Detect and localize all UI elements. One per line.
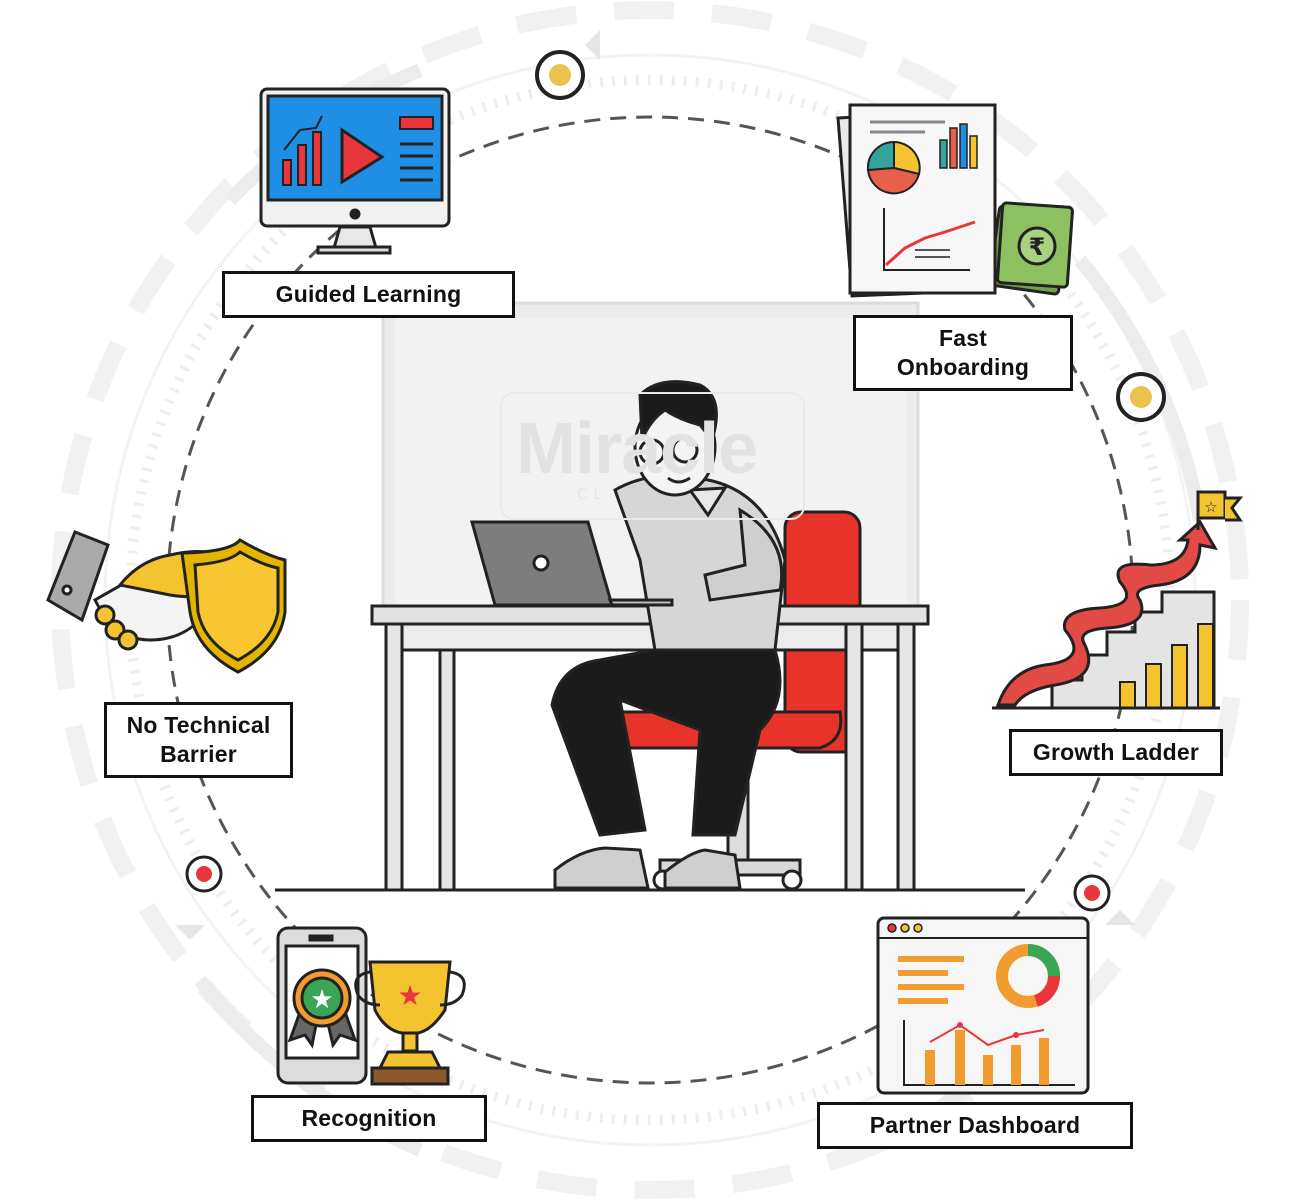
background-arrows [175,30,1135,940]
label-fast-onboarding-line1: Fast [938,325,988,351]
label-partner-dashboard-text: Partner Dashboard [869,1112,1081,1138]
label-guided-learning: Guided Learning [222,271,515,318]
handshake-shield-icon [46,530,287,674]
label-no-technical-barrier-line2: Barrier [160,741,237,767]
orbit-marker-yellow-top [535,50,585,100]
brand-watermark-text: Miracle [516,409,758,489]
brand-watermark: Miracle CL [500,392,805,520]
label-fast-onboarding-line2: Onboarding [896,354,1030,380]
label-recognition-text: Recognition [301,1105,437,1131]
orbit-marker-red-right [1073,874,1111,912]
label-recognition: Recognition [251,1095,487,1142]
dashboard-window-icon [876,916,1090,1095]
growth-ladder-icon: ☆ [992,490,1244,710]
svg-text:★: ★ [397,979,422,1012]
label-growth-ladder: Growth Ladder [1009,729,1223,776]
label-guided-learning-text: Guided Learning [275,281,462,307]
report-money-icon: ₹ [836,103,1074,298]
orbit-marker-red-left [185,855,223,893]
label-fast-onboarding: Fast Onboarding [853,315,1073,391]
svg-text:₹: ₹ [1029,233,1046,261]
monitor-video-icon [259,87,451,255]
label-partner-dashboard: Partner Dashboard [817,1102,1133,1149]
label-no-technical-barrier: No Technical Barrier [104,702,293,778]
label-no-technical-barrier-line1: No Technical [126,712,271,738]
svg-text:☆: ☆ [1204,498,1217,516]
trophy-phone-icon: ★ ★ [276,926,466,1086]
label-growth-ladder-text: Growth Ladder [1032,739,1200,765]
brand-watermark-subtext: CL [577,486,608,503]
svg-text:★: ★ [310,985,333,1015]
orbit-marker-yellow-right [1116,372,1166,422]
laptop [470,520,674,607]
